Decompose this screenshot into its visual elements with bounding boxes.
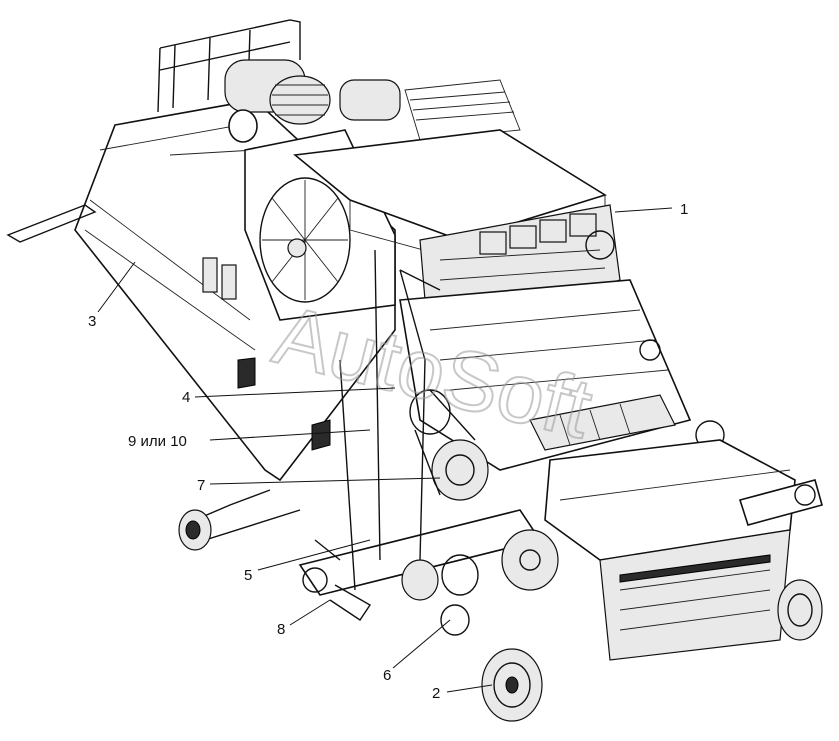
fan-hub [287,238,307,258]
top-railing [157,19,301,113]
callout-4: 4 [182,389,190,406]
injector-2 [509,225,537,249]
inspection-window [529,394,676,451]
vent-grille-upper [237,357,256,389]
leader-lines [97,207,673,693]
engine-cover [293,129,607,261]
filter-cap [228,109,258,143]
callout-6: 6 [383,667,391,684]
callout-2: 2 [432,685,440,702]
filter-mesh [269,75,331,125]
injector-4 [569,213,597,237]
rear-wheel-hub [178,509,212,551]
vent-grille-lower [311,419,331,451]
callout-1: 1 [680,201,688,218]
side-box-1 [202,257,218,293]
air-filters [224,59,521,143]
gear-wheel [501,529,559,591]
side-box-2 [221,264,237,300]
injector-1 [479,231,507,255]
radiator-fan [259,177,351,303]
feeder-house [544,439,796,661]
threshing-housing [399,279,725,471]
callout-3: 3 [88,313,96,330]
callout-5: 5 [244,567,252,584]
front-wheel-hub-left [481,648,543,722]
callout-9-or-10: 9 или 10 [128,433,187,450]
callout-8: 8 [277,621,285,638]
injector-3 [539,219,567,243]
main-pulley [431,439,489,501]
side-lever [6,204,97,243]
callout-7: 7 [197,477,205,494]
front-wheel-hub-right [777,579,823,641]
drive-pulleys [401,389,559,636]
